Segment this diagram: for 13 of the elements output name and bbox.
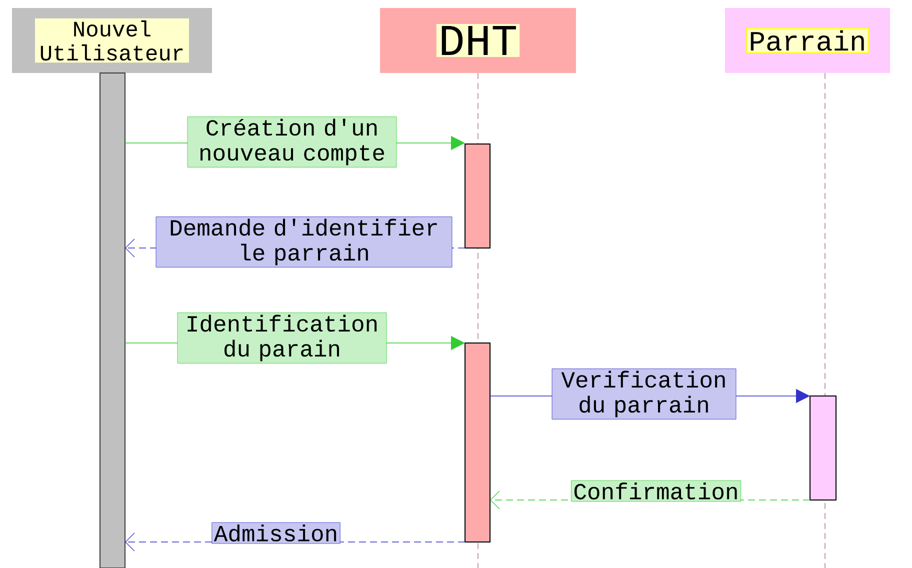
lifeline-bar — [100, 72, 126, 568]
edge-label: Création d'un nouveau compte — [187, 116, 397, 168]
actor-box: Nouvel Utilisateur — [12, 8, 212, 73]
activation-bar — [464, 342, 490, 542]
edge-label: Verification du parrain — [552, 368, 736, 420]
edge-label: Identification du parain — [177, 312, 387, 364]
actor-box: DHT — [380, 8, 576, 73]
activation-bar — [464, 144, 490, 248]
edge-label: Confirmation — [571, 480, 742, 502]
edge-label: Demande d'identifier le parrain — [156, 216, 452, 268]
activation-bar — [810, 396, 836, 500]
edge-label: Admission — [212, 522, 340, 544]
actor-box: Parrain — [725, 8, 890, 73]
